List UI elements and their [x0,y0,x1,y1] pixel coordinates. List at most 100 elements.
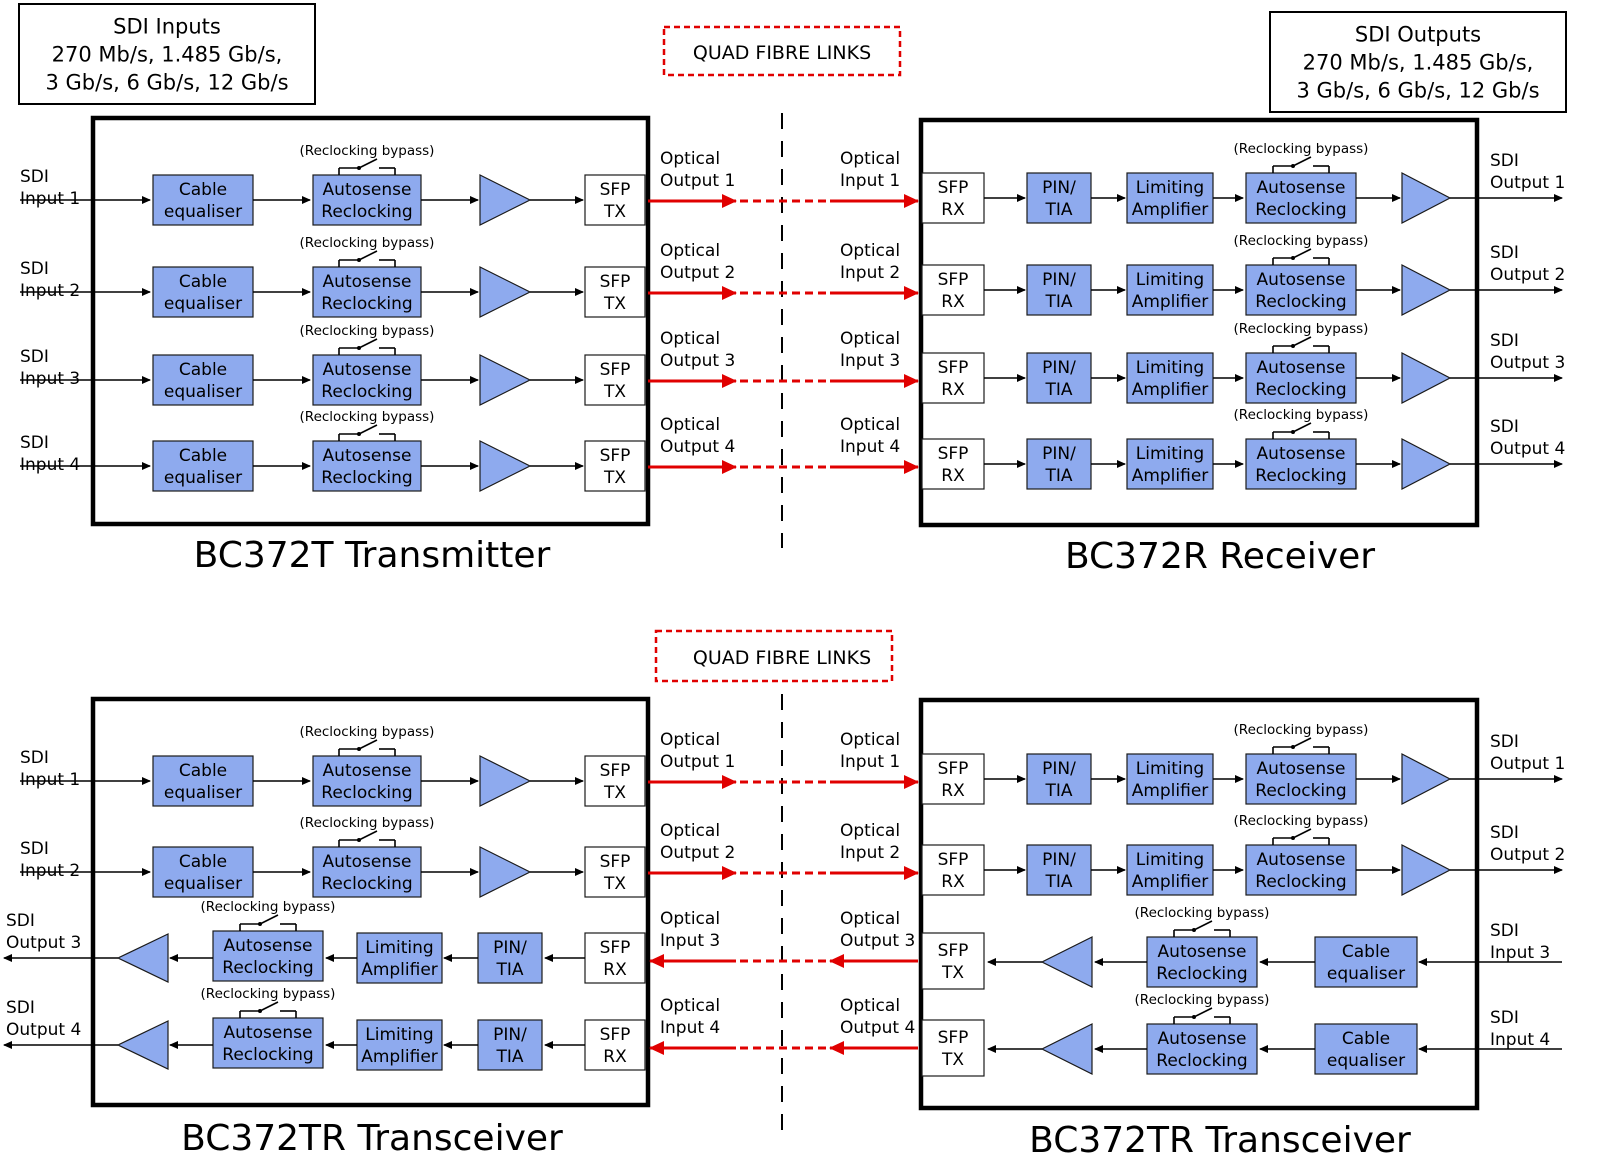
optical-label-right-line: Optical [840,821,900,841]
pin-tia-box [1026,264,1092,316]
bypass-switch-icon [1292,737,1312,748]
optical-label-left-line: Output 2 [660,843,735,863]
autosense-reclocking-label-line: Reclocking [1255,200,1346,220]
reclocking-bypass-label: (Reclocking bypass) [1234,141,1369,157]
amplifier-triangle-icon [479,174,532,226]
pin-tia-box [1026,753,1092,805]
sdi-input-label-line: SDI [20,347,49,367]
sfp-rx-label-line: RX [941,292,965,312]
reclocking-bypass-label: (Reclocking bypass) [201,899,336,915]
limiting-amplifier-label-line: Amplifier [1132,781,1209,801]
autosense-reclocking-label-line: Autosense [1158,942,1247,962]
bypass-switch-icon [358,250,378,261]
cable-equaliser-label-line: equaliser [164,382,242,402]
amplifier-triangle-icon [116,1020,169,1070]
optical-label-left-line: Output 3 [660,351,735,371]
sdi-input-label-line: Input 3 [1490,943,1550,963]
pin-tia-label-line: PIN/ [493,938,527,958]
autosense-reclocking-box [212,930,324,982]
optical-label-right-line: Optical [840,329,900,349]
autosense-reclocking-label-line: Reclocking [321,202,412,222]
receiver-frame [918,117,1480,528]
amplifier-triangle-icon [1401,264,1452,316]
sdi-output-label-line: SDI [1490,417,1519,437]
optical-label-right-line: Optical [840,730,900,750]
limiting-amplifier-label-line: Limiting [1136,444,1204,464]
pin-tia-label-line: PIN/ [1042,358,1076,378]
sfp-tx-box [584,440,646,492]
sdi-input-label-line: SDI [20,433,49,453]
amplifier-triangle-icon [479,846,532,898]
limiting-amplifier-label-line: Amplifier [1132,200,1209,220]
reclocking-bypass-label: (Reclocking bypass) [300,409,435,425]
autosense-reclocking-box [1245,844,1357,896]
amplifier-triangle-icon [1401,753,1452,805]
bypass-switch-icon [358,424,378,435]
pin-tia-label-line: TIA [495,960,523,980]
pin-tia-label-line: PIN/ [493,1025,527,1045]
sdi-input-label-line: SDI [1490,921,1519,941]
sfp-tx-label-line: TX [603,874,626,894]
pin-tia-label-line: TIA [1044,466,1072,486]
sfp-rx-label-line: RX [941,380,965,400]
optical-label-right-line: Output 4 [840,1018,915,1038]
reclocking-bypass-label: (Reclocking bypass) [300,143,435,159]
bypass-switch-icon [358,739,378,750]
sfp-tx-label-line: SFP [600,180,631,200]
cable-equaliser-label-line: Cable [179,180,227,200]
limiting-amplifier-label-line: Amplifier [1132,380,1209,400]
limiting-amplifier-label-line: Limiting [1136,850,1204,870]
optical-label-left-line: Optical [660,415,720,435]
sfp-rx-label-line: RX [941,872,965,892]
sfp-rx-label-line: RX [941,781,965,801]
sfp-tx-box [921,932,985,990]
bypass-switch-icon [259,914,279,925]
sfp-tx-label-line: TX [941,1050,964,1070]
bypass-switch-pivot [357,838,361,842]
reclocking-bypass-label: (Reclocking bypass) [300,323,435,339]
pin-tia-label: PIN/TIA [1042,850,1076,892]
optical-label-left-line: Output 1 [660,171,735,191]
limiting-amplifier-box [1126,753,1214,805]
bypass-switch-pivot [357,747,361,751]
sdi-outputs-info-text-line: SDI Outputs [1355,23,1481,47]
limiting-amplifier-box [356,932,443,984]
autosense-reclocking-label-line: Autosense [224,1023,313,1043]
right-transceiver-frame [918,697,1480,1111]
bypass-switch-pivot [1291,430,1295,434]
bypass-switch-icon [1292,248,1312,259]
cable-equaliser-label-line: equaliser [1327,1051,1405,1071]
amplifier-triangle-icon [1401,844,1452,896]
sdi-input-label-line: Input 2 [20,861,80,881]
sdi-input-label-line: Input 4 [20,455,80,475]
bypass-switch-icon [1193,920,1213,931]
autosense-reclocking-label-line: Autosense [224,936,313,956]
amplifier-triangle-icon [1040,1023,1093,1075]
limiting-amplifier-label-line: Limiting [1136,759,1204,779]
transmitter-title: BC372T Transmitter [194,535,551,576]
cable-equaliser-label-line: Cable [179,446,227,466]
pin-tia-box [1026,352,1092,404]
bypass-switch-pivot [258,1009,262,1013]
